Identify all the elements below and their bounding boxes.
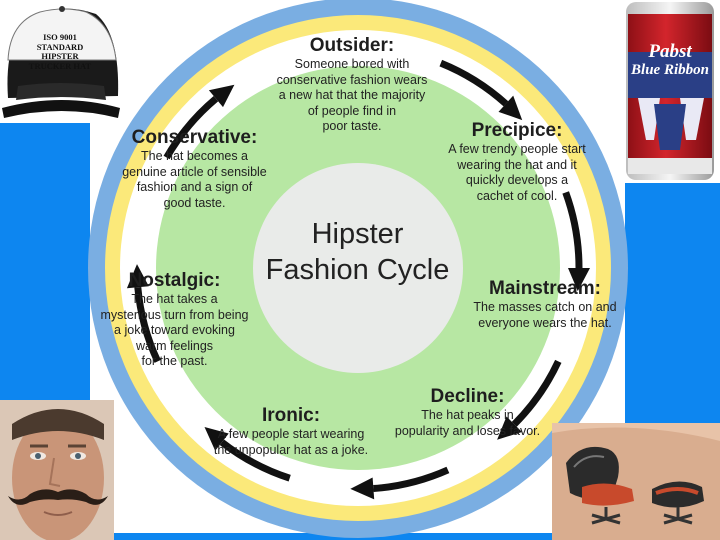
stage-desc-line: quickly develops a bbox=[465, 173, 569, 187]
cycle-arrow-head bbox=[208, 84, 235, 108]
mustache-man-photo bbox=[0, 400, 114, 540]
stage-desc-line: The hat takes a bbox=[131, 292, 218, 306]
hat-label-line: ISO 9001 bbox=[43, 32, 77, 42]
stage-desc-line: the unpopular hat as a joke. bbox=[213, 442, 369, 457]
stage-nostalgic-title: Nostalgic: bbox=[128, 270, 221, 291]
chair-tattoo-photo bbox=[552, 423, 720, 540]
stage-desc-line: A few people start wearing bbox=[217, 427, 365, 441]
beer-can-photo: Pabst Blue Ribbon bbox=[620, 0, 720, 183]
stage-desc-line: warm feelings bbox=[135, 338, 214, 353]
cycle-arrow-shaft bbox=[219, 439, 291, 482]
stage-desc-line: mysterious turn from being bbox=[100, 307, 249, 322]
right-blue-bar bbox=[625, 183, 720, 423]
hat-label-line: TRUCKER HAT bbox=[28, 60, 92, 71]
beer-brand-line1: Pabst bbox=[648, 41, 692, 62]
stage-decline-title: Decline: bbox=[430, 386, 505, 407]
cycle-arrow-head bbox=[350, 477, 375, 500]
stage-desc-line: cachet of cool. bbox=[476, 188, 558, 203]
stage-desc-line: The hat becomes a bbox=[140, 149, 248, 163]
stage-desc-line: everyone wears the hat. bbox=[478, 315, 612, 330]
cycle-arrow-head bbox=[204, 427, 229, 451]
stage-desc-line: poor taste. bbox=[322, 119, 382, 133]
trucker-hat-photo: ISO 9001 STANDARD HIPSTER TRUCKER HAT bbox=[0, 0, 122, 122]
stage-desc-line: The masses catch on and bbox=[473, 300, 617, 314]
mustache-portrait-icon bbox=[0, 400, 114, 540]
beer-brand-text: Pabst Blue Ribbon bbox=[625, 42, 715, 79]
stage-desc-line: A few trendy people start bbox=[448, 142, 586, 156]
cycle-arrow-head bbox=[498, 95, 523, 121]
center-disc bbox=[253, 163, 463, 373]
center-title-line1: Hipster bbox=[311, 218, 404, 250]
stage-desc-line: wearing the hat and it bbox=[457, 157, 577, 172]
stage-mainstream-title: Mainstream: bbox=[489, 278, 601, 299]
trucker-hat-icon bbox=[2, 6, 120, 118]
stage-ironic-title: Ironic: bbox=[261, 405, 321, 426]
cycle-arrow-head bbox=[568, 268, 590, 292]
chair-tattoo-icon bbox=[552, 423, 720, 540]
stage-desc-line: popularity and loses favor. bbox=[394, 423, 541, 438]
hat-label-line: HIPSTER bbox=[41, 51, 79, 61]
center-title-line2: Fashion Cycle bbox=[265, 254, 450, 286]
cycle-arrow-shaft bbox=[562, 191, 583, 269]
stage-desc-line: conservative fashion wears bbox=[276, 72, 428, 87]
cycle-arrow-head bbox=[126, 264, 149, 289]
beer-brand-line2: Blue Ribbon bbox=[631, 62, 709, 78]
stage-desc-line: fashion and a sign of bbox=[136, 180, 253, 194]
stage-desc-line: of people find in bbox=[307, 103, 397, 118]
trucker-hat-label: ISO 9001 STANDARD HIPSTER TRUCKER HAT bbox=[20, 32, 100, 71]
cycle-arrow-shaft bbox=[134, 286, 161, 363]
stage-conservative-title: Conservative: bbox=[131, 127, 258, 148]
stage-desc-line: a joke toward evoking bbox=[114, 323, 235, 337]
stage-precipice-title: Precipice: bbox=[471, 120, 563, 141]
stage-desc-line: genuine article of sensible bbox=[122, 164, 267, 179]
hat-label-line: STANDARD bbox=[36, 41, 84, 52]
stage-desc-line: for the past. bbox=[141, 354, 208, 368]
stage-desc-line: good taste. bbox=[163, 195, 226, 210]
stage-outsider-title: Outsider: bbox=[309, 35, 395, 56]
left-blue-bar bbox=[0, 123, 90, 423]
cycle-arrows bbox=[126, 59, 590, 500]
center-title: Hipster Fashion Cycle bbox=[250, 216, 465, 288]
cycle-arrow-shaft bbox=[163, 96, 219, 160]
stage-desc-line: Someone bored with bbox=[294, 57, 410, 71]
beer-can-icon bbox=[626, 2, 714, 180]
stage-desc-line: a new hat that the majority bbox=[278, 88, 426, 102]
cycle-arrow-shaft bbox=[511, 359, 562, 427]
cycle-arrow-shaft bbox=[439, 59, 509, 107]
stage-desc-line: The hat peaks in bbox=[421, 408, 514, 422]
cycle-arrow-head bbox=[497, 416, 522, 440]
cycle-arrow-shaft bbox=[373, 466, 450, 492]
